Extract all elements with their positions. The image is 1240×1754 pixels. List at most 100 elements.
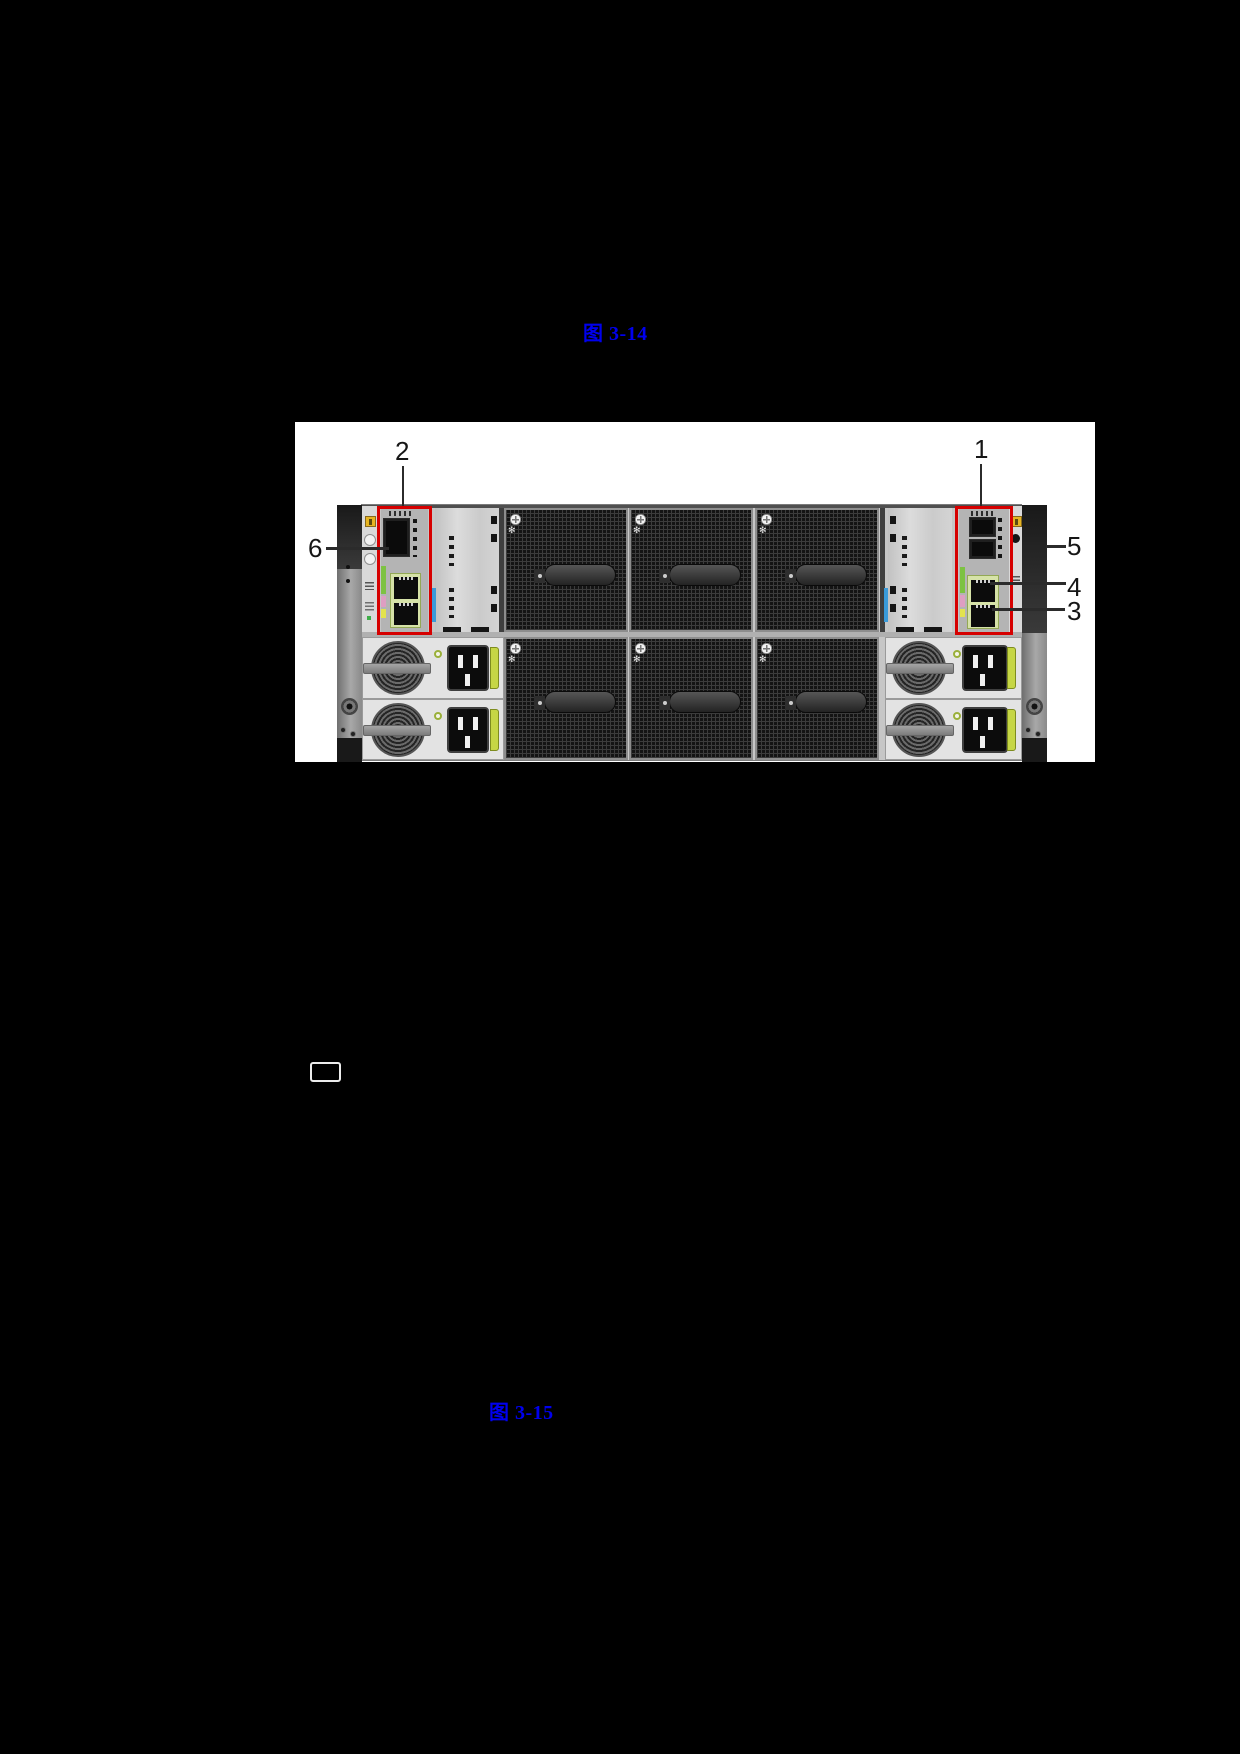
left-management-module	[381, 509, 428, 632]
fan-lock-icon	[633, 654, 643, 664]
green-indicator	[367, 616, 371, 620]
vent-dots	[449, 536, 454, 566]
latch-slot	[491, 516, 497, 524]
blue-release-lever	[432, 588, 436, 622]
callout-3-line	[992, 608, 1065, 611]
led-column	[998, 518, 1002, 558]
power-supply-unit	[362, 637, 504, 699]
inlet-pin	[988, 717, 993, 730]
screw-icon	[510, 514, 521, 525]
panel-label-marks	[1011, 576, 1020, 582]
callout-4: 4	[1067, 572, 1082, 602]
fan-handle	[659, 564, 741, 586]
vent-dots	[902, 588, 907, 618]
rj45-port	[394, 603, 418, 625]
blank-filler-panel	[888, 508, 952, 633]
screw-icon	[761, 643, 772, 654]
bracket-dark-top	[337, 505, 362, 569]
panel-label-marks	[365, 582, 374, 590]
latch-slot	[491, 534, 497, 542]
callout-2: 2	[395, 436, 410, 466]
vent-dots	[902, 536, 907, 566]
psu-latch	[490, 709, 499, 751]
grounding-screw-icon	[365, 516, 376, 527]
chassis-divider	[880, 508, 885, 632]
bracket-screw-icon	[350, 731, 356, 737]
port-label-text	[971, 511, 993, 516]
panel-label-marks	[365, 602, 374, 612]
psu-handle-bar	[886, 663, 954, 674]
callout-highlight-box-right	[955, 506, 1013, 635]
blank-filler-panel	[435, 508, 499, 633]
pink-led-strip	[960, 595, 965, 607]
fan-handle	[534, 564, 616, 586]
panel-tab	[443, 627, 461, 633]
right-mounting-bracket	[1022, 505, 1047, 762]
sfp-port	[969, 517, 996, 537]
ball-stud-hole	[364, 553, 376, 565]
inlet-pin	[465, 736, 470, 748]
bracket-screw-icon	[1035, 731, 1041, 737]
management-rj45-port	[971, 580, 995, 602]
rj45-port-group	[390, 573, 421, 628]
rj45-port-group	[967, 575, 999, 629]
bracket-dark-tip	[337, 738, 362, 762]
bracket-screw-icon	[1025, 727, 1031, 733]
inlet-pin	[973, 655, 978, 668]
chassis-top-edge	[362, 505, 1022, 508]
panel-tab	[896, 627, 914, 633]
latch-slot	[491, 604, 497, 612]
fan-module	[629, 508, 753, 632]
inlet-pin	[980, 674, 985, 686]
ac-inlet	[962, 645, 1008, 691]
latch-slot	[890, 516, 896, 524]
screw-icon	[510, 643, 521, 654]
callout-1-line	[980, 464, 982, 506]
psu-latch	[1007, 709, 1016, 751]
fan-lock-icon	[633, 525, 643, 535]
psu-status-led	[434, 650, 442, 658]
inlet-pin	[465, 674, 470, 686]
fan-module	[629, 637, 753, 760]
fan-handle	[659, 691, 741, 713]
maintenance-rj45-port	[971, 605, 995, 627]
power-supply-unit	[885, 699, 1022, 760]
figure-3-14-link[interactable]: 图 3-14	[583, 323, 648, 345]
callout-1: 1	[974, 434, 989, 464]
inlet-pin	[473, 717, 478, 730]
fan-lock-icon	[759, 654, 769, 664]
fan-lock-icon	[759, 525, 769, 535]
psu-handle-bar	[363, 663, 431, 674]
inlet-pin	[980, 736, 985, 748]
psu-handle-bar	[886, 725, 954, 736]
fan-module	[504, 508, 628, 632]
round-port-hole	[1011, 534, 1020, 543]
latch-slot	[890, 586, 896, 594]
power-supply-unit	[362, 699, 504, 760]
right-management-module	[959, 509, 1009, 632]
psu-status-led	[953, 650, 961, 658]
green-led-strip	[381, 566, 386, 594]
callout-4-line	[990, 582, 1066, 585]
bracket-hole	[346, 579, 350, 583]
fan-lock-icon	[508, 525, 518, 535]
yellow-led-strip	[960, 609, 965, 617]
screw-icon	[635, 514, 646, 525]
left-mounting-bracket	[337, 505, 362, 762]
bracket-dark-tip	[1022, 738, 1047, 762]
bracket-screw-icon	[341, 698, 358, 715]
green-led-strip	[960, 567, 965, 593]
callout-6-line	[326, 547, 389, 550]
fan-handle	[785, 691, 867, 713]
panel-tab	[471, 627, 489, 633]
inlet-pin	[473, 655, 478, 668]
figure-3-15-link[interactable]: 图 3-15	[489, 1402, 554, 1424]
callout-2-line	[402, 466, 404, 506]
blue-release-lever	[884, 588, 888, 622]
led-column	[413, 519, 417, 557]
callout-5: 5	[1067, 531, 1082, 561]
power-supply-unit	[885, 637, 1022, 699]
callout-3: 3	[1067, 596, 1082, 626]
fan-handle	[534, 691, 616, 713]
